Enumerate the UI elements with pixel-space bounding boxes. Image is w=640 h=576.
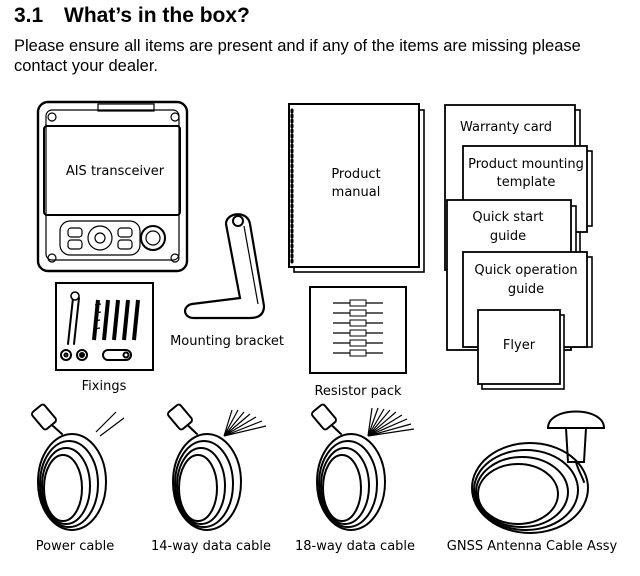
power-cable-label: Power cable: [36, 539, 114, 554]
quick-operation-label-line1: Quick operation: [474, 263, 577, 278]
mounting-bracket-label: Mounting bracket: [170, 334, 284, 349]
mounting-bracket-item: Mounting bracket: [170, 213, 284, 349]
power-cable-item: Power cable: [31, 403, 125, 554]
section-title: What’s in the box?: [64, 4, 250, 27]
quick-start-label-line2: guide: [490, 229, 526, 244]
data-cable-18-label: 18-way data cable: [295, 539, 415, 554]
section-number: 3.1: [14, 4, 44, 27]
product-manual-label-line1: Product: [331, 167, 380, 182]
flyer-label: Flyer: [503, 338, 536, 353]
ais-transceiver-item: AIS transceiver: [36, 100, 189, 273]
gnss-antenna-cable-label: GNSS Antenna Cable Assy: [447, 539, 618, 554]
fixings-item: Fixings: [55, 282, 154, 394]
warranty-card-label: Warranty card: [460, 120, 552, 135]
data-cable-14-item: 14-way data cable: [151, 403, 271, 554]
data-cable-14-label: 14-way data cable: [151, 539, 271, 554]
mounting-template-label-line2: template: [497, 175, 556, 190]
data-cable-18-item: 18-way data cable: [295, 403, 415, 554]
resistor-pack-item: Resistor pack: [309, 286, 407, 399]
gnss-antenna-cable-item: GNSS Antenna Cable Assy: [447, 410, 618, 554]
intro-paragraph: Please ensure all items are present and …: [14, 37, 581, 75]
quick-operation-label-line2: guide: [508, 282, 544, 297]
ais-transceiver-label: AIS transceiver: [66, 164, 165, 179]
product-manual-label-line2: manual: [332, 185, 381, 200]
fixings-label: Fixings: [82, 379, 127, 394]
mounting-template-label-line1: Product mounting: [468, 157, 584, 172]
product-manual-item: Product manual: [288, 103, 425, 273]
section-heading: 3.1 What’s in the box?: [14, 4, 250, 28]
resistor-pack-label: Resistor pack: [314, 384, 401, 399]
quick-start-label-line1: Quick start: [472, 210, 543, 225]
flyer-item: Flyer: [477, 309, 565, 390]
